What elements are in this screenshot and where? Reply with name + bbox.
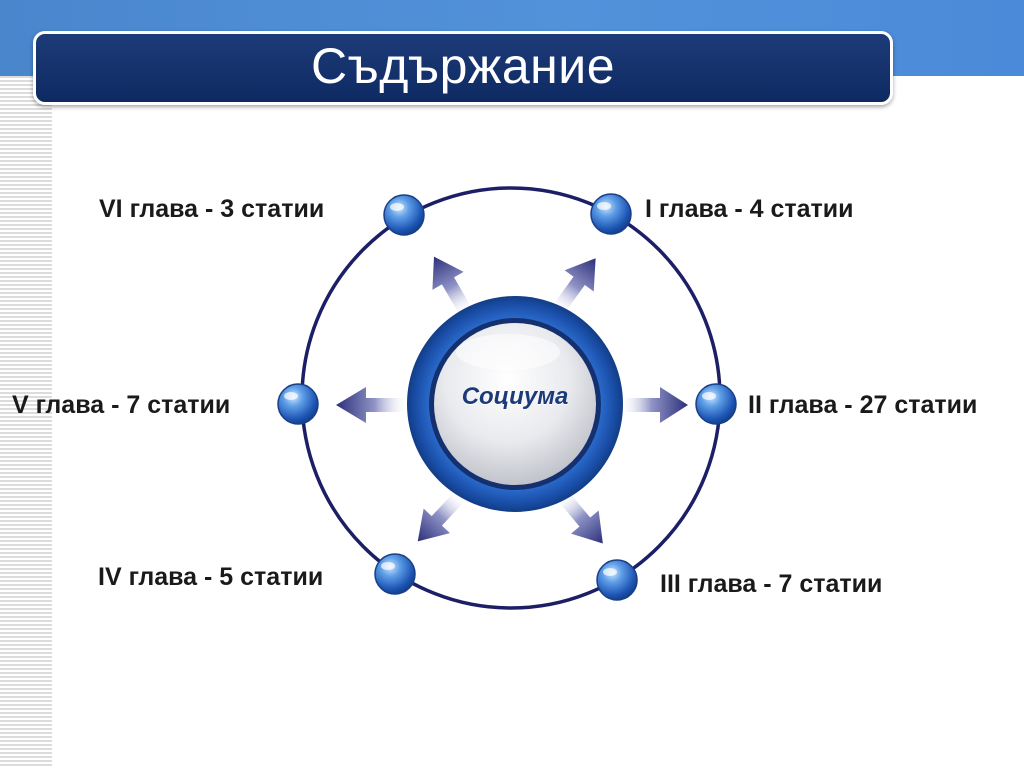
arrow-to-I	[552, 258, 596, 315]
title-bar: Съдържание	[33, 31, 893, 105]
node-label-V: V глава - 7 статии	[12, 391, 231, 419]
node-V	[277, 383, 319, 425]
node-IV	[374, 553, 416, 595]
node-II	[695, 383, 737, 425]
node-III	[596, 559, 638, 601]
arrow-to-VI	[432, 256, 473, 316]
decorative-stripes	[0, 76, 52, 768]
arrow-to-III	[557, 491, 603, 544]
hub-label: Социума	[461, 383, 569, 410]
node-label-VI: VI глава - 3 статии	[99, 195, 325, 223]
node-label-I: I глава - 4 статии	[645, 195, 854, 223]
page-title: Съдържание	[310, 38, 616, 94]
node-label-II: II глава - 27 статии	[748, 391, 978, 419]
node-I	[590, 193, 632, 235]
arrow-to-V	[336, 387, 406, 423]
central-hub	[407, 296, 623, 512]
node-label-IV: IV глава - 5 статии	[98, 563, 324, 591]
arrow-to-II	[622, 387, 688, 423]
node-VI	[383, 194, 425, 236]
arrow-to-IV	[417, 491, 466, 542]
node-label-III: III глава - 7 статии	[660, 570, 883, 598]
